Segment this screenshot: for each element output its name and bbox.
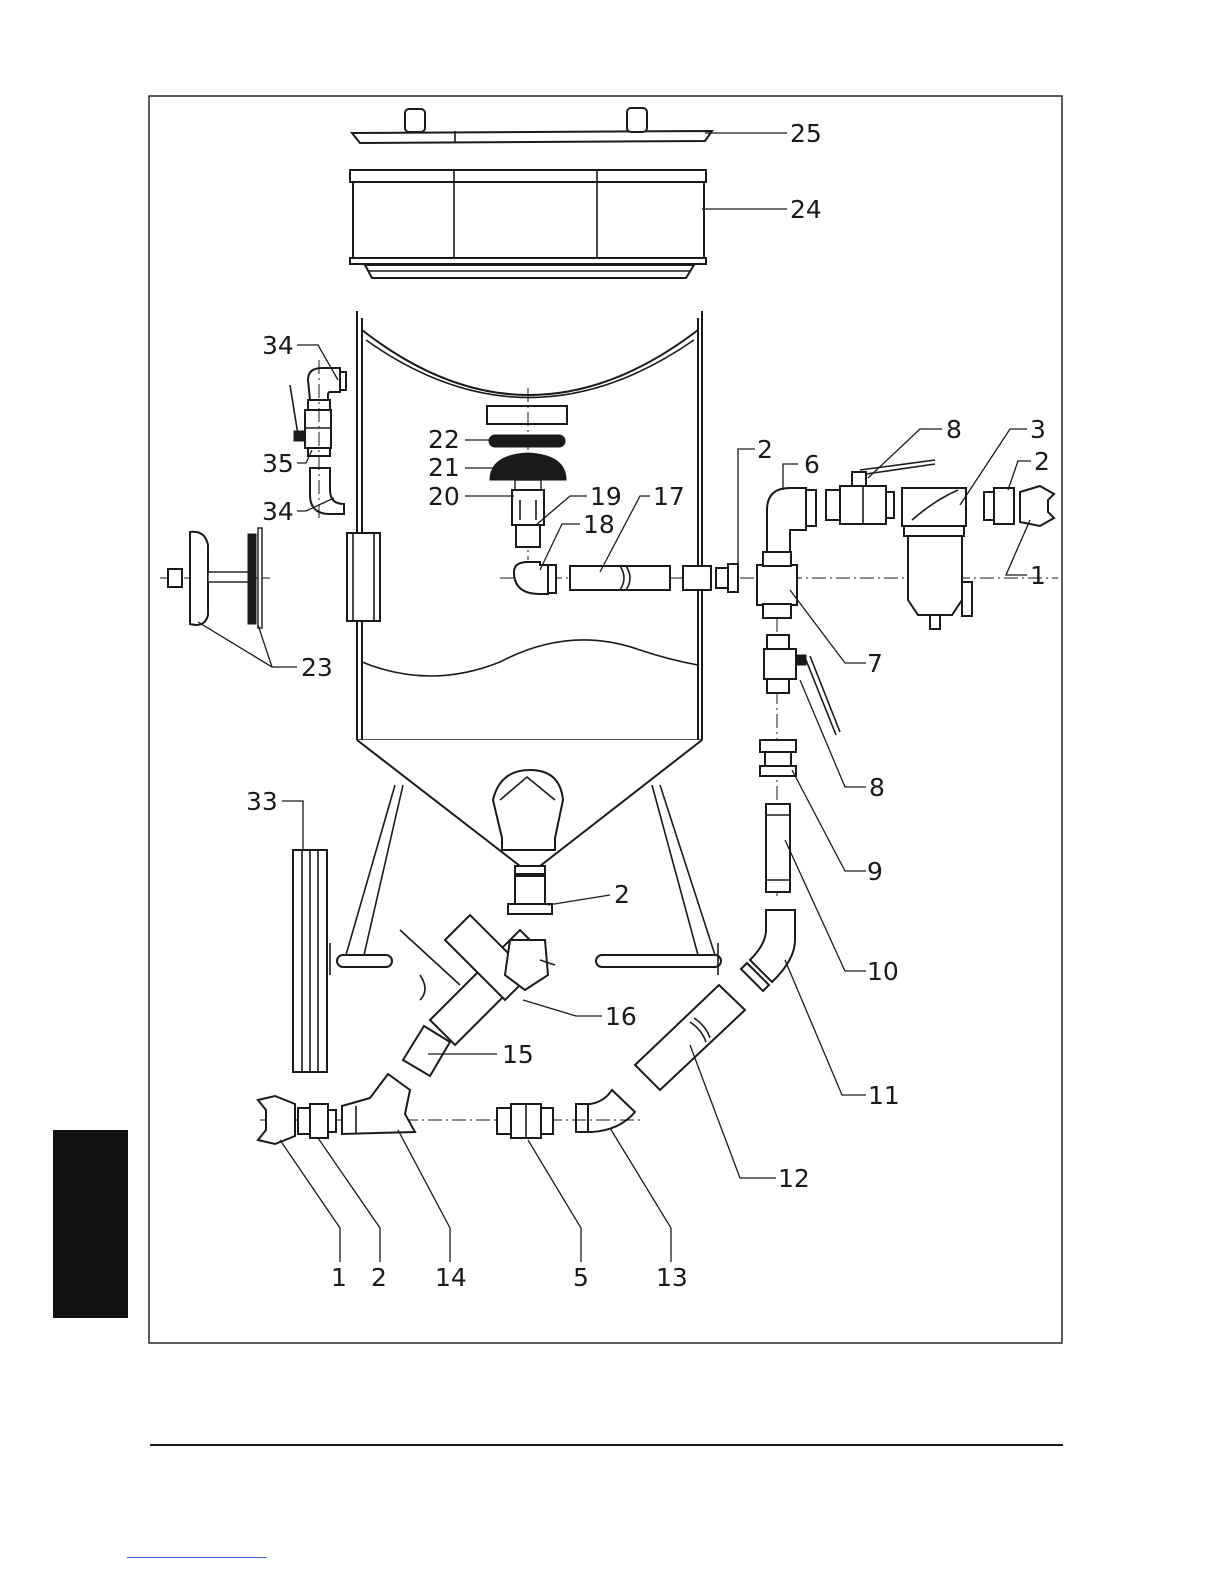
callout-20: 20	[428, 482, 460, 511]
callout-2-bottom-left: 2	[371, 1263, 387, 1292]
right-coupling	[984, 486, 1054, 526]
diagram-frame	[149, 96, 1062, 1343]
callout-18: 18	[583, 510, 615, 539]
section-tab	[53, 1130, 128, 1318]
left-coupling	[258, 1096, 336, 1144]
callout-23: 23	[301, 653, 333, 682]
callout-13: 13	[656, 1263, 688, 1292]
vertical-supply-line	[760, 618, 840, 900]
callout-5: 5	[573, 1263, 589, 1292]
callout-17: 17	[653, 482, 685, 511]
callout-1-bottom: 1	[331, 1263, 347, 1292]
callout-8-vertical: 8	[869, 773, 885, 802]
callout-2-tee: 2	[757, 435, 773, 464]
callout-24: 24	[790, 195, 822, 224]
callout-34-top: 34	[262, 331, 294, 360]
callout-10: 10	[867, 957, 899, 986]
callout-22: 22	[428, 425, 460, 454]
screen-ring-part	[350, 170, 706, 278]
lid-part	[352, 108, 712, 143]
inspection-door-part	[160, 528, 272, 628]
callout-15: 15	[502, 1040, 534, 1069]
callout-2-right: 2	[1034, 447, 1050, 476]
footer-link-underline	[127, 1557, 267, 1558]
air-inlet-pipe-line	[500, 488, 1058, 618]
callout-2-bottom: 2	[614, 880, 630, 909]
callout-33: 33	[246, 787, 278, 816]
callout-34-bottom: 34	[262, 497, 294, 526]
vent-valve-assembly	[290, 360, 346, 520]
callout-21: 21	[428, 453, 460, 482]
callout-11: 11	[868, 1081, 900, 1110]
callout-8-top: 8	[946, 415, 962, 444]
callout-3: 3	[1030, 415, 1046, 444]
callout-14: 14	[435, 1263, 467, 1292]
callout-1-right: 1	[1030, 561, 1046, 590]
air-filter-part	[902, 488, 972, 629]
callout-7: 7	[867, 649, 883, 678]
callout-25: 25	[790, 119, 822, 148]
callout-6: 6	[804, 450, 820, 479]
callout-9: 9	[867, 857, 883, 886]
footer-rule	[150, 1444, 1063, 1446]
callout-16: 16	[605, 1002, 637, 1031]
callout-19: 19	[590, 482, 622, 511]
wheel-part	[293, 850, 327, 1072]
callout-12: 12	[778, 1164, 810, 1193]
callout-35: 35	[262, 449, 294, 478]
